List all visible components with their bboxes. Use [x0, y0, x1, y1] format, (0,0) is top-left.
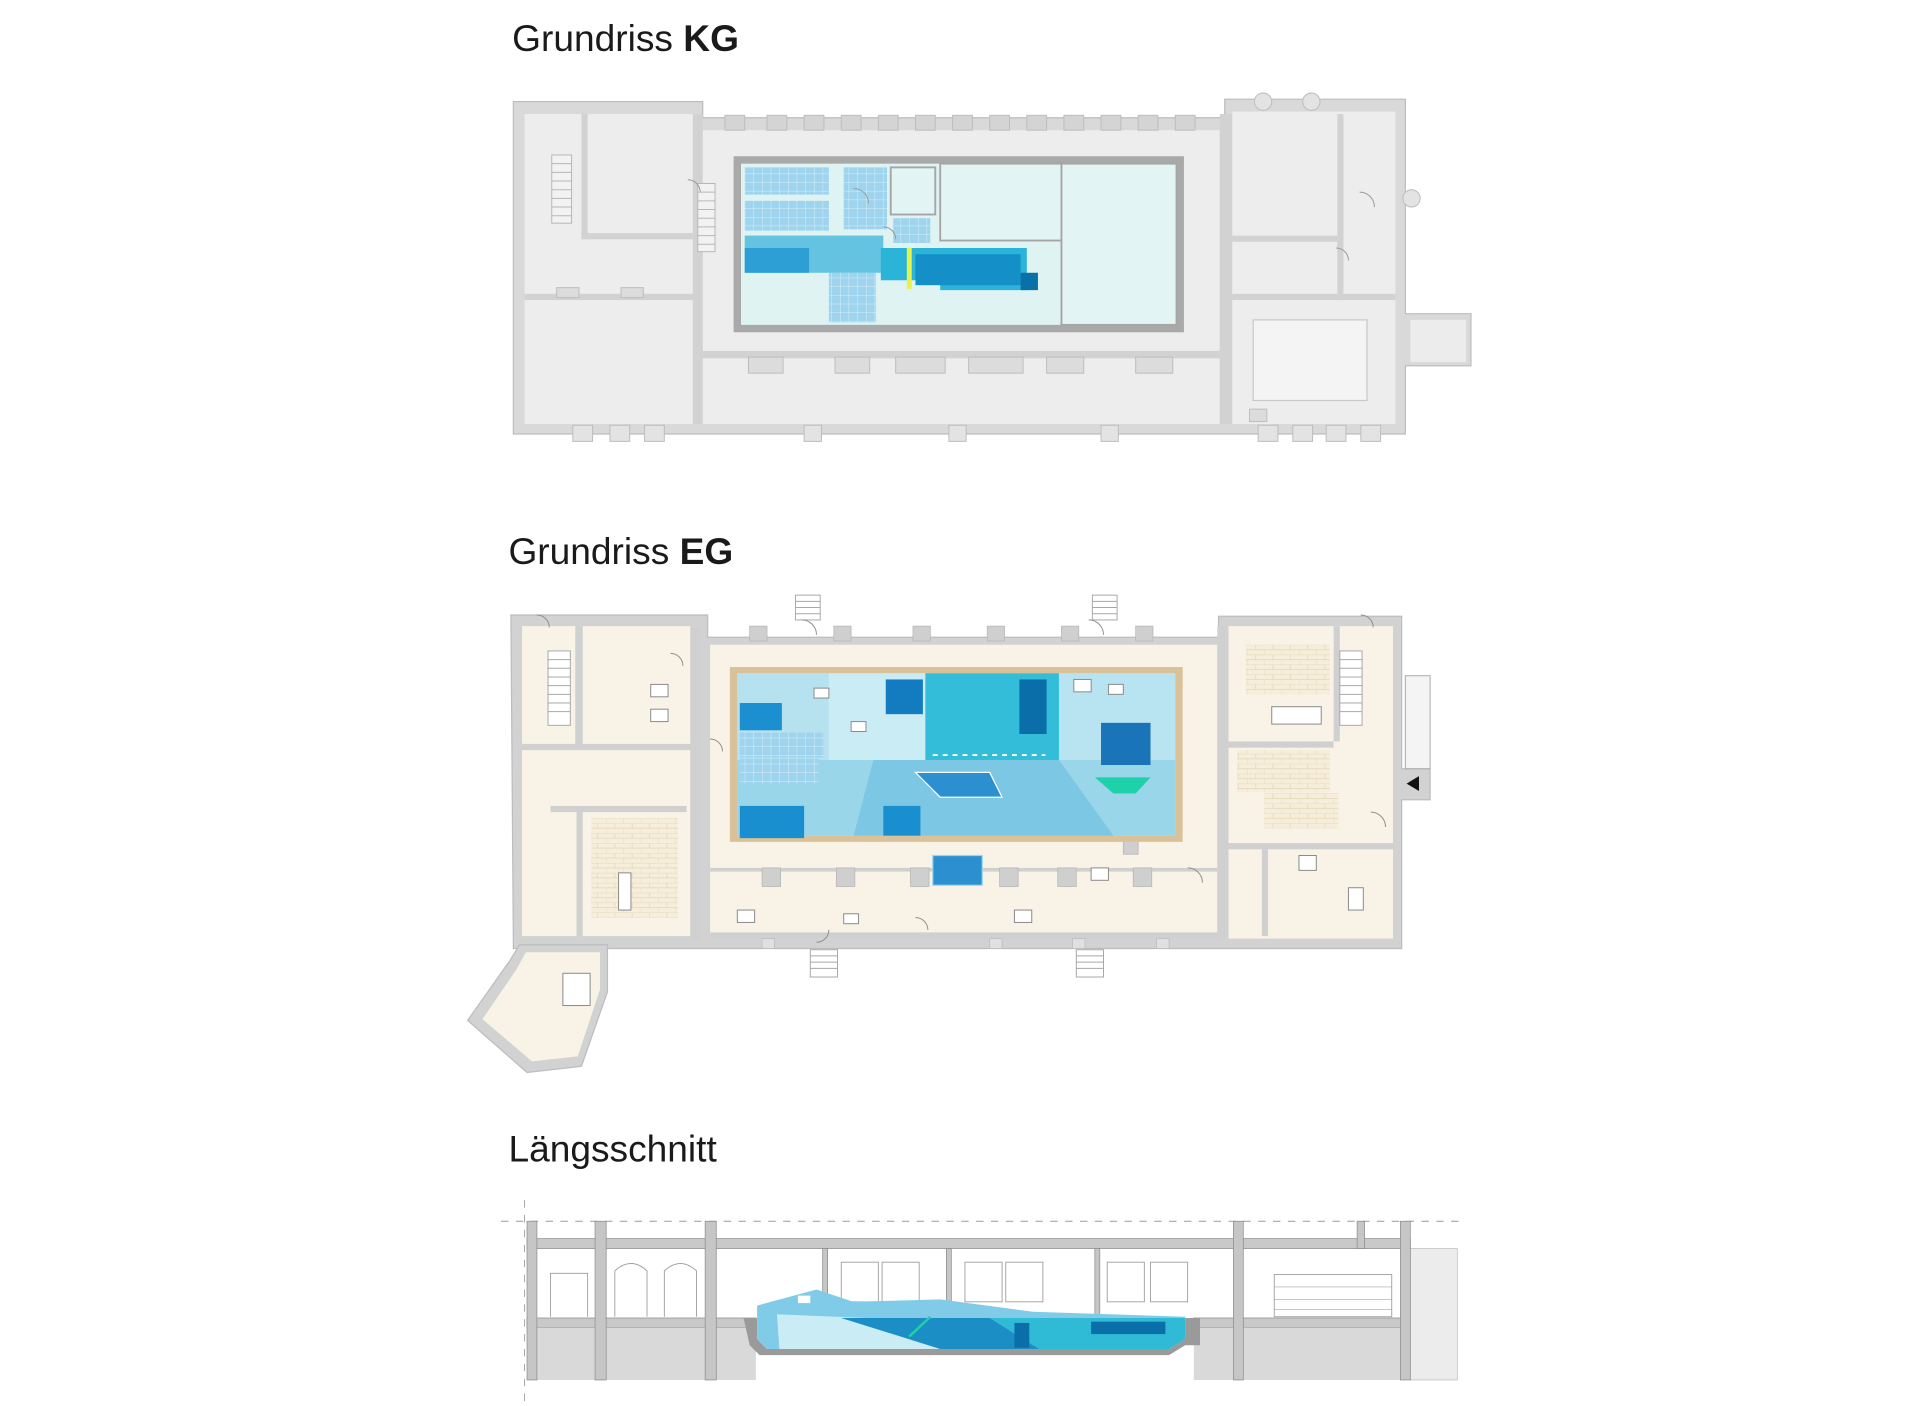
- title-grundriss-kg: Grundriss KG: [512, 17, 739, 59]
- kg-pillars: [556, 287, 1268, 423]
- section-basement-left: [527, 1327, 756, 1380]
- eg-pool-zones: [737, 673, 1176, 886]
- kg-pool-step: [1020, 272, 1038, 291]
- kg-yellow-marker: [906, 247, 912, 289]
- section-end-block: [1409, 1248, 1458, 1381]
- section-floor-slab-right: [1193, 1317, 1411, 1329]
- section-pool-bench: [1091, 1321, 1166, 1335]
- kg-room-annex: [1252, 319, 1368, 402]
- kg-stair-left: [551, 154, 716, 253]
- eg-interior-walls: [522, 626, 1393, 939]
- section-basement-right: [1193, 1327, 1411, 1380]
- eg-columns: [749, 625, 1154, 887]
- eg-doors: [536, 614, 1387, 943]
- section-walls: [526, 1220, 1411, 1381]
- kg-pool-deep: [915, 254, 1021, 286]
- section-pool-door: [1014, 1322, 1030, 1348]
- section-platform: [797, 1295, 811, 1304]
- title-grundriss-eg: Grundriss EG: [508, 530, 733, 572]
- eg-stairs: [547, 594, 1431, 978]
- eg-furniture: [562, 678, 1364, 1007]
- section-water-ramp: [776, 1314, 941, 1349]
- section-shelving: [1274, 1286, 1392, 1310]
- floorplan-kg: [512, 92, 1472, 442]
- eg-window-bays: [761, 938, 1170, 949]
- section-water-deep: [841, 1317, 1040, 1349]
- section-roof-slab: [526, 1238, 1411, 1249]
- kg-annex-entry: [1410, 319, 1466, 363]
- eg-tiled-rooms: [591, 644, 1339, 918]
- kg-pool-rooms: [889, 162, 1178, 326]
- kg-doors: [687, 179, 1375, 261]
- section-slide: [908, 1315, 932, 1338]
- kg-tiled-cells: [744, 167, 931, 323]
- section-windows: [550, 1261, 1393, 1318]
- entry-arrow-icon: [1406, 776, 1419, 792]
- floorplan-eg: [466, 594, 1431, 1074]
- kg-left-wing: [524, 114, 698, 425]
- section-laengsschnitt: [501, 1200, 1466, 1406]
- section-floor-slab-left: [526, 1317, 757, 1329]
- kg-buttresses-top: [724, 114, 1196, 131]
- title-laengsschnitt: Längsschnitt: [508, 1128, 717, 1170]
- kg-bay-windows: [572, 92, 1421, 442]
